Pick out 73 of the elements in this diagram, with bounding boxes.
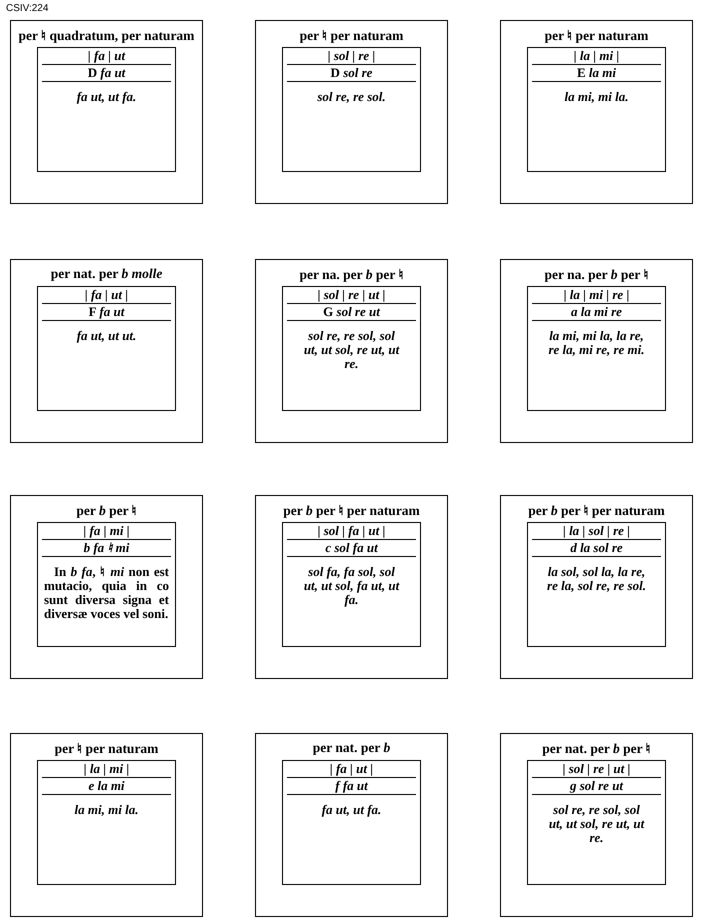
inner-box xyxy=(282,760,421,885)
syllable-row: | fa | mi | xyxy=(42,523,171,540)
heading-text: per ♮ per naturam xyxy=(544,27,650,44)
syllable-row: | fa | ut | xyxy=(287,761,416,778)
mutation-text: sol fa, fa sol, sol ut, ut sol, fa ut, ut fa. xyxy=(302,565,400,607)
outer-frame xyxy=(255,259,448,443)
heading-text: per nat. per b xyxy=(312,740,392,756)
inner-box xyxy=(37,760,176,885)
mutation-text: sol re, re sol. xyxy=(316,90,387,104)
outer-frame xyxy=(500,495,693,679)
inner-box xyxy=(37,47,176,172)
syllable-row: | la | mi | re | xyxy=(532,287,661,304)
key-row: f fa ut xyxy=(287,778,416,795)
outer-frame xyxy=(500,20,693,204)
mutation-text: la sol, sol la, la re, re la, sol re, re sol. xyxy=(546,565,647,593)
outer-frame xyxy=(10,20,203,204)
outer-frame xyxy=(500,733,693,917)
key-row: g sol re ut xyxy=(532,778,661,795)
inner-box xyxy=(282,47,421,172)
outer-frame xyxy=(10,733,203,917)
mutation-text: la mi, mi la. xyxy=(564,90,630,104)
inner-box xyxy=(527,522,666,647)
syllable-row: | sol | re | xyxy=(287,48,416,65)
outer-frame xyxy=(255,495,448,679)
heading-text: per ♮ quadratum, per naturam xyxy=(18,27,196,44)
heading-text: per na. per b per ♮ xyxy=(298,266,404,283)
key-row: D sol re xyxy=(287,65,416,82)
inner-box xyxy=(527,760,666,885)
heading-text: per nat. per b per ♮ xyxy=(541,740,652,757)
mutation-text: la mi, mi la. xyxy=(74,803,140,817)
syllable-row: | la | sol | re | xyxy=(532,523,661,540)
outer-frame xyxy=(10,495,203,679)
syllable-row: | sol | fa | ut | xyxy=(287,523,416,540)
mutation-text: sol re, re sol, sol ut, ut sol, re ut, ut re. xyxy=(302,329,400,371)
outer-frame xyxy=(255,733,448,917)
heading-text: per ♮ per naturam xyxy=(298,27,404,44)
heading-text: per nat. per b molle xyxy=(50,266,164,282)
mutation-text: In b fa, ♮ mi non est mutacio, quia in co sunt diversa signa et diversæ voces vel soni. xyxy=(44,565,169,621)
outer-frame xyxy=(255,20,448,204)
key-row: E la mi xyxy=(532,65,661,82)
syllable-row: | la | mi | xyxy=(42,761,171,778)
mutation-text: fa ut, ut fa. xyxy=(320,803,382,817)
syllable-row: | la | mi | xyxy=(532,48,661,65)
inner-box xyxy=(37,286,176,411)
inner-box xyxy=(37,522,176,647)
heading-text: per ♮ per naturam xyxy=(54,740,160,757)
inner-box xyxy=(282,286,421,411)
key-row: c sol fa ut xyxy=(287,540,416,557)
mutation-text: sol re, re sol, sol ut, ut sol, re ut, ut re. xyxy=(548,803,646,845)
reference-label: CSIV:224 xyxy=(6,3,48,14)
key-row: F fa ut xyxy=(42,304,171,321)
outer-frame xyxy=(500,259,693,443)
key-row: d la sol re xyxy=(532,540,661,557)
key-row: a la mi re xyxy=(532,304,661,321)
mutation-text: fa ut, ut ut. xyxy=(76,329,138,343)
key-row: D fa ut xyxy=(42,65,171,82)
key-row: e la mi xyxy=(42,778,171,795)
heading-text: per b per ♮ per naturam xyxy=(527,502,666,519)
key-row: b fa ♮ mi xyxy=(42,540,171,557)
syllable-row: | fa | ut xyxy=(42,48,171,65)
heading-text: per b per ♮ per naturam xyxy=(282,502,421,519)
inner-box xyxy=(527,286,666,411)
mutation-text: fa ut, ut fa. xyxy=(76,90,138,104)
inner-box xyxy=(527,47,666,172)
syllable-row: | sol | re | ut | xyxy=(287,287,416,304)
syllable-row: | fa | ut | xyxy=(42,287,171,304)
heading-text: per na. per b per ♮ xyxy=(543,266,650,283)
key-row: G sol re ut xyxy=(287,304,416,321)
syllable-row: | sol | re | ut | xyxy=(532,761,661,778)
mutation-text: la mi, mi la, la re, re la, mi re, re mi. xyxy=(547,329,646,357)
inner-box xyxy=(282,522,421,647)
heading-text: per b per ♮ xyxy=(75,502,138,519)
outer-frame xyxy=(10,259,203,443)
